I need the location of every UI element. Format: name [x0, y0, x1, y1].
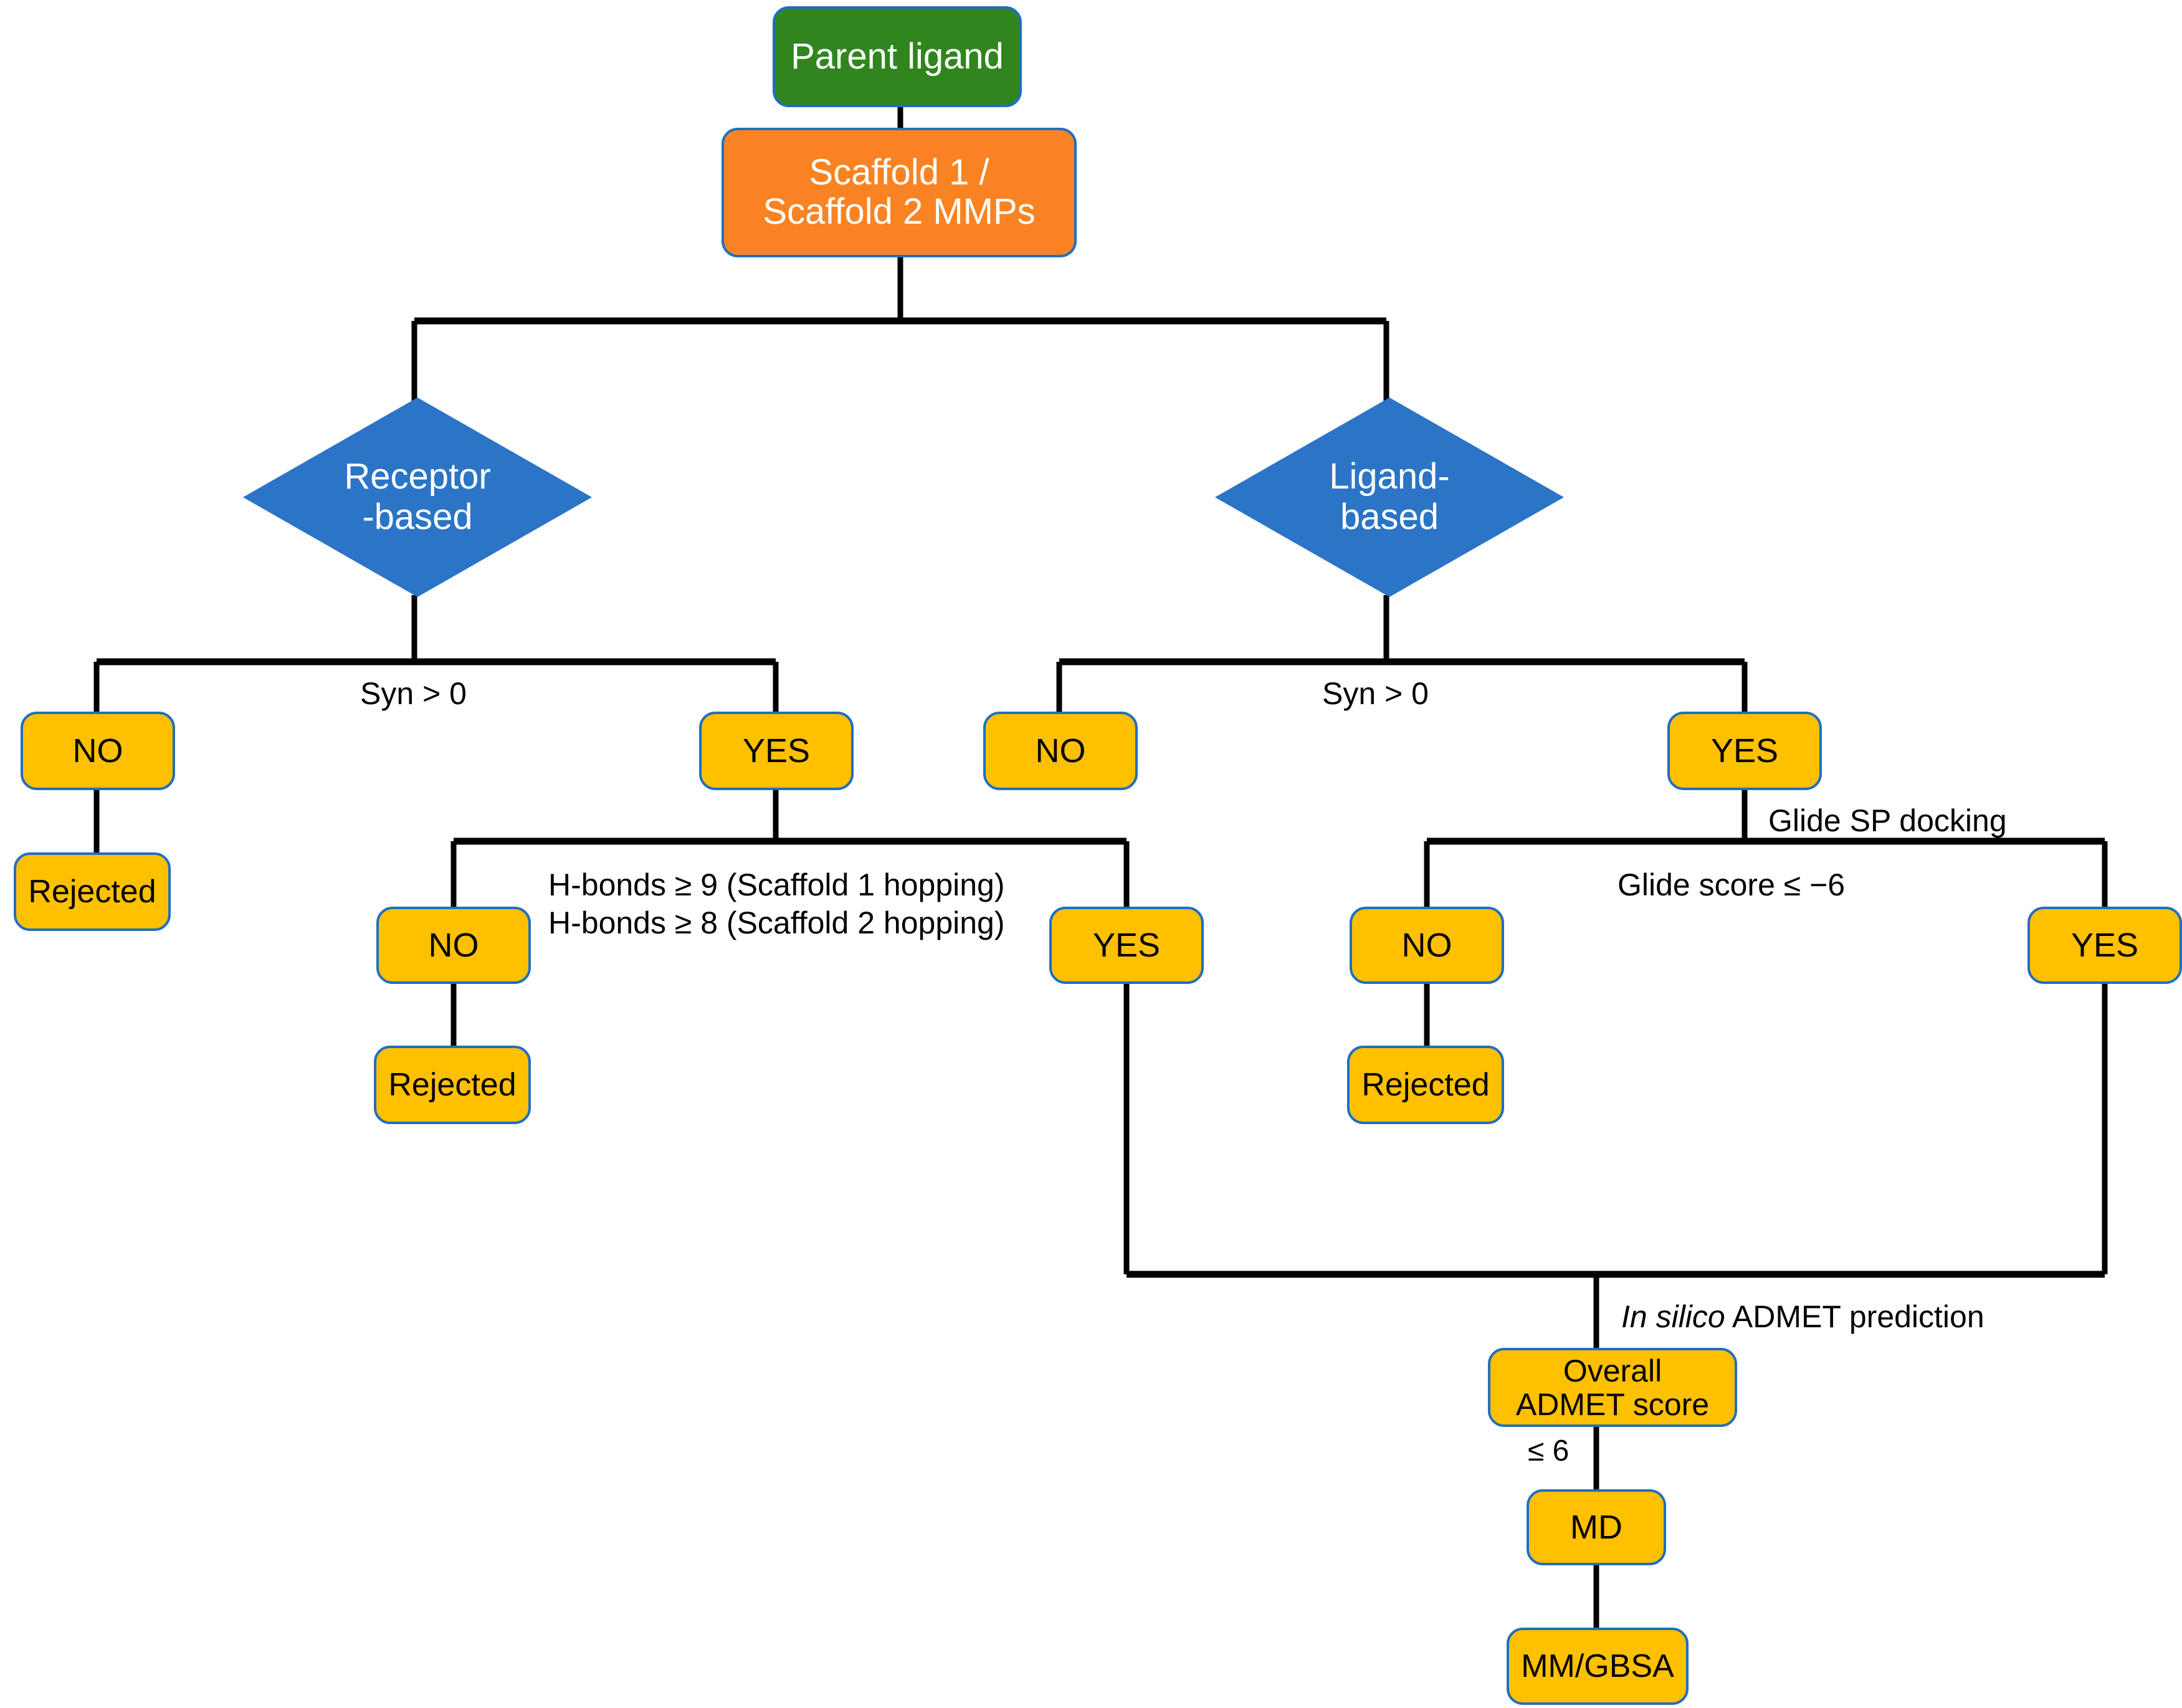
node-left-rejected[interactable]: Rejected	[14, 852, 171, 931]
node-receptor-based[interactable]: Receptor -based	[243, 398, 592, 597]
edge-label-left-syn: Syn > 0	[360, 675, 467, 713]
node-left-rejected-label: Rejected	[28, 873, 156, 910]
edge-label-hbonds-line2: H-bonds ≥ 8 (Scaffold 2 hopping)	[548, 905, 1005, 940]
node-md-label: MD	[1570, 1508, 1622, 1546]
node-ligand-based-line1: Ligand-	[1329, 456, 1450, 497]
node-right-glide-yes[interactable]: YES	[2027, 907, 2182, 984]
node-ligand-based[interactable]: Ligand- based	[1215, 398, 1564, 597]
node-left-syn-no[interactable]: NO	[21, 712, 175, 790]
node-right-glide-rejected[interactable]: Rejected	[1347, 1046, 1504, 1124]
edge-label-glide-score-text: Glide score ≤ −6	[1617, 867, 1846, 902]
node-md[interactable]: MD	[1527, 1489, 1666, 1565]
edge-label-hbonds: H-bonds ≥ 9 (Scaffold 1 hopping) H-bonds…	[548, 866, 1005, 942]
node-overall-admet-score-line1: Overall	[1563, 1353, 1662, 1388]
node-scaffold-mmps[interactable]: Scaffold 1 / Scaffold 2 MMPs	[722, 128, 1077, 257]
edge-label-admet-prediction-italic: In silico	[1621, 1299, 1725, 1334]
node-right-syn-yes[interactable]: YES	[1667, 712, 1822, 790]
node-right-glide-yes-label: YES	[2070, 926, 2139, 964]
edge-label-left-syn-text: Syn > 0	[360, 676, 467, 711]
edge-label-admet-threshold-text: ≤ 6	[1528, 1434, 1570, 1467]
edge-label-glide-score: Glide score ≤ −6	[1617, 866, 1845, 904]
edge-label-admet-threshold: ≤ 6	[1528, 1433, 1569, 1470]
edge-label-hbonds-line1: H-bonds ≥ 9 (Scaffold 1 hopping)	[548, 867, 1005, 902]
node-ligand-based-line2: based	[1340, 497, 1439, 537]
node-parent-ligand[interactable]: Parent ligand	[773, 6, 1022, 107]
node-right-syn-no-label: NO	[1035, 732, 1086, 770]
node-left-hbond-rejected[interactable]: Rejected	[374, 1046, 531, 1124]
node-mm-gbsa[interactable]: MM/GBSA	[1507, 1628, 1689, 1705]
node-left-hbond-rejected-label: Rejected	[388, 1066, 517, 1103]
node-left-syn-no-label: NO	[72, 732, 123, 770]
node-left-hbond-no-label: NO	[428, 926, 479, 964]
node-left-hbond-yes-label: YES	[1092, 926, 1161, 964]
edge-label-right-syn-text: Syn > 0	[1322, 676, 1429, 711]
node-left-hbond-yes[interactable]: YES	[1049, 907, 1204, 984]
node-parent-ligand-label: Parent ligand	[791, 36, 1004, 77]
edge-label-glide-docking-text: Glide SP docking	[1768, 803, 2007, 838]
node-left-syn-yes[interactable]: YES	[699, 712, 854, 790]
node-scaffold-mmps-line1: Scaffold 1 /	[809, 152, 989, 193]
node-overall-admet-score-line2: ADMET score	[1515, 1386, 1710, 1422]
edge-label-admet-prediction: In silico ADMET prediction	[1621, 1298, 1984, 1336]
edge-label-glide-docking: Glide SP docking	[1768, 802, 2007, 840]
node-mm-gbsa-label: MM/GBSA	[1521, 1648, 1674, 1684]
node-overall-admet-score[interactable]: Overall ADMET score	[1488, 1348, 1737, 1427]
node-right-glide-rejected-label: Rejected	[1361, 1066, 1490, 1103]
node-left-syn-yes-label: YES	[742, 732, 811, 770]
node-receptor-based-line2: -based	[362, 497, 473, 537]
node-receptor-based-line1: Receptor	[344, 456, 491, 497]
node-scaffold-mmps-line2: Scaffold 2 MMPs	[763, 191, 1036, 232]
node-right-glide-no[interactable]: NO	[1350, 907, 1504, 984]
edge-label-admet-prediction-rest: ADMET prediction	[1725, 1299, 1984, 1334]
edge-label-right-syn: Syn > 0	[1322, 675, 1429, 713]
node-left-hbond-no[interactable]: NO	[376, 907, 531, 984]
node-right-syn-no[interactable]: NO	[983, 712, 1138, 790]
node-right-glide-no-label: NO	[1401, 926, 1452, 964]
node-right-syn-yes-label: YES	[1710, 732, 1779, 770]
